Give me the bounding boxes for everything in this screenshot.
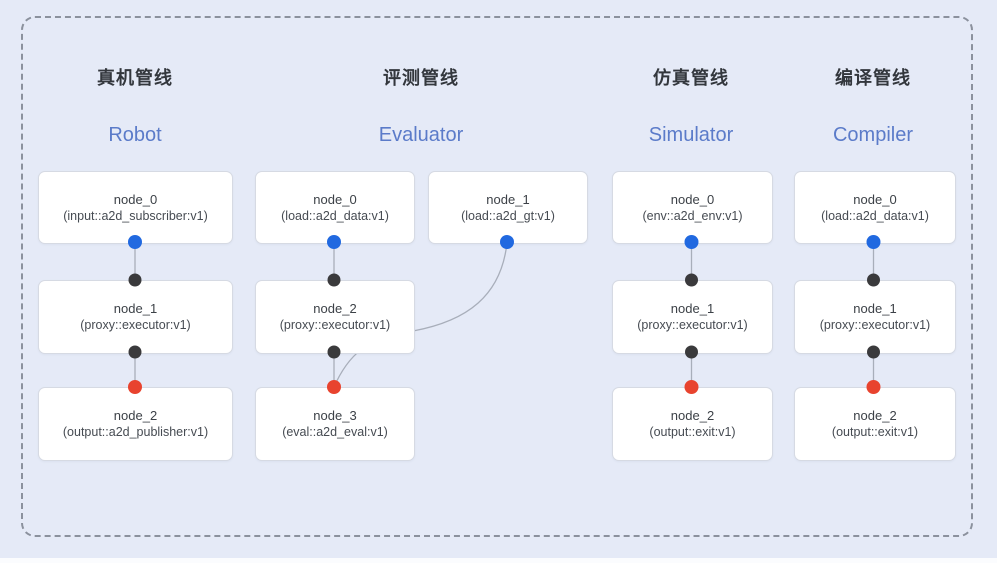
node-type: (input::a2d_subscriber:v1) (63, 208, 208, 223)
node-type: (proxy::executor:v1) (637, 318, 748, 333)
node-type: (load::a2d_data:v1) (821, 208, 929, 223)
node-box-compiler-0: node_0 (load::a2d_data:v1) (794, 171, 956, 244)
pipeline-title-en-compiler: Compiler (832, 124, 914, 146)
node-name: node_0 (313, 191, 357, 207)
node-box-evaluator-0: node_0 (load::a2d_data:v1) (255, 171, 415, 244)
node-box-simulator-2: node_2 (output::exit:v1) (612, 387, 773, 461)
node-name: node_0 (853, 191, 897, 207)
pipeline-title-en-robot: Robot (108, 124, 162, 146)
node-type: (load::a2d_gt:v1) (461, 208, 555, 223)
bottom-edge-strip (0, 558, 997, 563)
node-type: (env::a2d_env:v1) (642, 208, 743, 223)
node-box-robot-2: node_2 (output::a2d_publisher:v1) (38, 387, 233, 461)
node-type: (output::exit:v1) (831, 425, 919, 440)
node-name: node_2 (670, 408, 715, 424)
node-box-compiler-2: node_2 (output::exit:v1) (794, 387, 956, 461)
node-box-evaluator-1: node_1 (load::a2d_gt:v1) (428, 171, 588, 244)
node-type: (proxy::executor:v1) (80, 318, 191, 333)
pipeline-title-cn-robot: 真机管线 (97, 68, 173, 88)
pipeline-title-cn-evaluator: 评测管线 (383, 68, 459, 88)
dashed-frame (21, 16, 973, 537)
pipeline-title-en-evaluator: Evaluator (378, 124, 464, 146)
node-name: node_2 (113, 408, 158, 424)
node-name: node_1 (853, 301, 897, 317)
node-name: node_0 (670, 191, 715, 207)
pipeline-title-en-simulator: Simulator (648, 124, 734, 146)
node-type: (output::a2d_publisher:v1) (62, 425, 209, 440)
pipeline-title-cn-simulator: 仿真管线 (653, 68, 729, 88)
node-type: (proxy::executor:v1) (279, 318, 391, 333)
node-name: node_1 (486, 191, 530, 207)
node-box-robot-0: node_0 (input::a2d_subscriber:v1) (38, 171, 233, 244)
node-box-compiler-1: node_1 (proxy::executor:v1) (794, 280, 956, 354)
node-box-evaluator-3: node_3 (eval::a2d_eval:v1) (255, 387, 415, 461)
node-type: (load::a2d_data:v1) (281, 208, 389, 223)
pipeline-title-cn-compiler: 编译管线 (835, 68, 911, 88)
node-name: node_1 (670, 301, 715, 317)
node-box-robot-1: node_1 (proxy::executor:v1) (38, 280, 233, 354)
node-type: (proxy::executor:v1) (819, 318, 931, 333)
node-type: (output::exit:v1) (649, 425, 736, 440)
node-name: node_2 (853, 408, 897, 424)
node-box-evaluator-2: node_2 (proxy::executor:v1) (255, 280, 415, 354)
node-box-simulator-0: node_0 (env::a2d_env:v1) (612, 171, 773, 244)
node-name: node_2 (313, 301, 357, 317)
node-box-simulator-1: node_1 (proxy::executor:v1) (612, 280, 773, 354)
node-name: node_1 (113, 301, 158, 317)
node-name: node_3 (313, 408, 357, 424)
node-type: (eval::a2d_eval:v1) (282, 425, 388, 440)
node-name: node_0 (113, 191, 158, 207)
